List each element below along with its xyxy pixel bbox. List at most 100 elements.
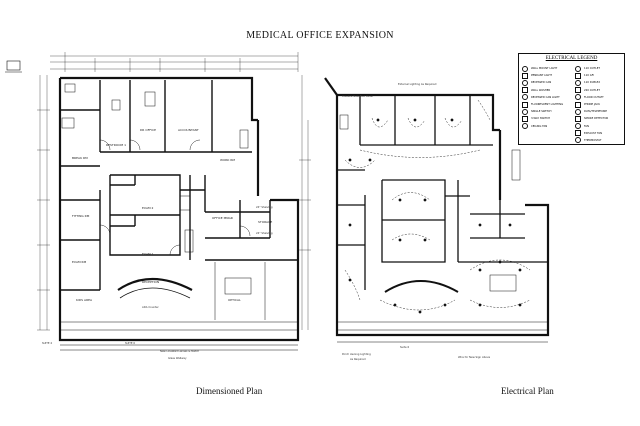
room-reception: RECEPTION bbox=[142, 280, 160, 284]
wiring-runs bbox=[344, 99, 531, 311]
legend-symbol-icon bbox=[575, 108, 581, 115]
legend-item: 220 OUTLET bbox=[575, 87, 625, 94]
legend-label: PHONE JACK bbox=[584, 103, 600, 107]
elec-panel-note: Possible New Elec Panel bbox=[342, 95, 373, 98]
entrance bbox=[60, 344, 298, 351]
room-optical: OPTICAL bbox=[228, 298, 241, 302]
legend-item: WALL WASHER bbox=[522, 87, 572, 94]
room-exam-1: EXAM 1 bbox=[142, 252, 154, 256]
legend-label: RECESSED CAN bbox=[531, 81, 552, 85]
legend-item: CEILING FAN bbox=[522, 123, 572, 130]
legend-item: 110 DUPLEX bbox=[575, 79, 625, 86]
legend-item: FLUORESCENT LIGHTING bbox=[522, 101, 572, 108]
light-fixtures bbox=[348, 118, 522, 314]
dimensioned-plan-caption: Dimensioned Plan bbox=[196, 386, 263, 396]
legend-symbol-icon bbox=[575, 101, 581, 108]
legend-item: 110 GFI bbox=[575, 72, 625, 79]
electrical-details bbox=[337, 114, 548, 343]
legend-label: FAN bbox=[584, 124, 589, 128]
legend-symbol-icon bbox=[575, 79, 581, 86]
legend-symbol-icon bbox=[522, 87, 528, 94]
legend-symbol-icon bbox=[522, 72, 528, 79]
legend-item: THERMOSTAT bbox=[575, 137, 625, 144]
room-dr-office: DR OFFICE bbox=[140, 128, 157, 132]
room-office-mngr: OFFICE MNGR bbox=[212, 216, 233, 220]
legend-symbol-icon bbox=[522, 94, 528, 101]
electrical-outer-walls bbox=[324, 77, 550, 337]
legend-symbol-icon bbox=[575, 137, 581, 144]
legend-item: RECESSED CAN LIGHT bbox=[522, 94, 572, 101]
legend-label: FLUORESCENT LIGHTING bbox=[531, 103, 564, 107]
bottom-note-1: New Lineated Lenses & Match bbox=[160, 350, 200, 353]
electrical-counter bbox=[384, 280, 459, 293]
ext-lighting-note: External Lighting As Required bbox=[398, 83, 437, 86]
legend-symbol-icon bbox=[522, 79, 528, 86]
legend-symbol-icon bbox=[575, 65, 581, 72]
interior-walls bbox=[60, 80, 298, 291]
legend-label: SINGLE SWITCH bbox=[531, 110, 552, 114]
legend-item: PHONE JACK bbox=[575, 101, 625, 108]
room-break-rm: BREAK RM bbox=[72, 156, 88, 160]
corner-marker bbox=[5, 60, 22, 73]
legend-label: 3-WAY SWITCH bbox=[531, 117, 551, 121]
legend-symbol-icon bbox=[575, 87, 581, 94]
legend-symbol-icon bbox=[522, 123, 528, 130]
legend-label: FLOOR OUTLET bbox=[584, 95, 604, 99]
legend-label: 110 OUTLET bbox=[584, 67, 600, 71]
room-exam-rm: EXAM RM bbox=[72, 260, 87, 264]
room-fitting-rm: FITTING RM bbox=[72, 214, 90, 218]
room-work-rm: WORK RM bbox=[220, 158, 236, 162]
detail-lines bbox=[60, 83, 298, 331]
legend-symbol-icon bbox=[522, 101, 528, 108]
legend-item: FLOOR OUTLET bbox=[575, 94, 625, 101]
legend-item: PENDANT LIGHT bbox=[522, 72, 572, 79]
legend-label: 220 OUTLET bbox=[584, 88, 600, 92]
right-dimension-lines bbox=[299, 75, 311, 330]
sign-note: Wire for New Sign Above bbox=[458, 356, 491, 359]
legend-label: SMOKE DETECTOR bbox=[584, 117, 609, 121]
room-kids-area: KIDS AREA bbox=[76, 298, 93, 302]
legend-item: SMOKE DETECTOR bbox=[575, 115, 625, 122]
legend-label: RECESSED CAN LIGHT bbox=[531, 95, 560, 99]
legend-item: SINGLE SWITCH bbox=[522, 108, 572, 115]
room-restroom: RESTROOM 1 bbox=[106, 143, 126, 147]
legend-label: CEILING FAN bbox=[531, 124, 548, 128]
porch-lighting-note-2: As Required bbox=[350, 358, 366, 361]
suite-right-label: SUITE 6 bbox=[125, 342, 136, 345]
legend-right-column: 110 OUTLET 110 GFI 110 DUPLEX 220 OUTLET FLO… bbox=[575, 65, 625, 144]
suite-left-label: SUITE 4 bbox=[42, 342, 53, 345]
electrical-interior-walls bbox=[337, 95, 548, 290]
legend-item: FAN bbox=[575, 123, 625, 130]
legend-label: EXHAUST FAN bbox=[584, 131, 603, 135]
legend-item: 110 OUTLET bbox=[575, 65, 625, 72]
legend-title: ELECTRICAL LEGEND bbox=[545, 56, 598, 61]
legend-symbol-icon bbox=[522, 115, 528, 122]
legend-symbol-icon bbox=[575, 123, 581, 130]
legend-item: EXHAUST FAN bbox=[575, 130, 625, 137]
legend-label: WALL WASHER bbox=[531, 88, 551, 92]
legend-item: RECESSED CAN bbox=[522, 79, 572, 86]
shelving-note-1: 24" Shelving bbox=[256, 206, 273, 209]
left-dimension-lines bbox=[37, 75, 50, 331]
reception-counter bbox=[117, 277, 193, 299]
shelving-note-2: 24" Shelving bbox=[256, 232, 273, 235]
room-exam-2: EXAM 2 bbox=[142, 206, 154, 210]
top-dimension-lines bbox=[50, 52, 299, 72]
room-accountant: ACCOUNTANT bbox=[178, 128, 199, 132]
door-swings bbox=[99, 139, 251, 256]
counter-note: ADA Counter bbox=[142, 306, 159, 309]
legend-label: WALL MOUNT LIGHT bbox=[531, 67, 558, 71]
outer-walls bbox=[58, 76, 300, 342]
porch-lighting-note: Porch Awning Lighting bbox=[342, 353, 371, 356]
legend-label: 110 GFI bbox=[584, 74, 595, 78]
legend-symbol-icon bbox=[575, 130, 581, 137]
legend-label: 110 DUPLEX bbox=[584, 81, 601, 85]
legend-label: THERMOSTAT bbox=[584, 138, 602, 142]
legend-symbol-icon bbox=[575, 72, 581, 79]
legend-symbol-icon bbox=[575, 94, 581, 101]
legend-symbol-icon bbox=[575, 115, 581, 122]
legend-label: DATA/TELEPHONE bbox=[584, 110, 607, 114]
